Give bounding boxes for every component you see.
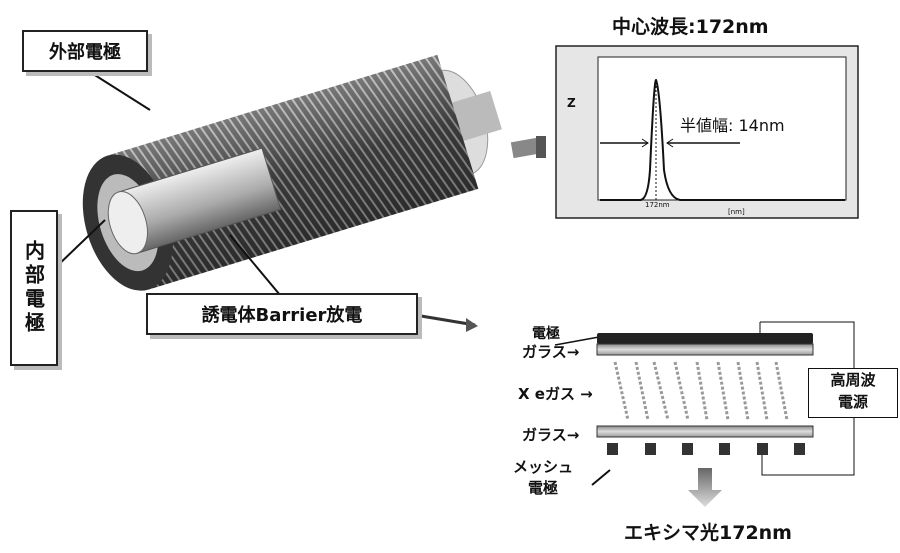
inner-electrode-label: 内部電極 <box>10 210 58 366</box>
excimer-output-label: エキシマ光172nm <box>624 522 792 544</box>
x-unit: [nm] <box>728 208 745 216</box>
mesh-electrodes <box>607 443 805 455</box>
dbd-structure <box>554 321 855 507</box>
glass-top-label: ガラス→ <box>522 343 580 361</box>
glass-bottom-label: ガラス→ <box>522 426 580 444</box>
outer-electrode-label: 外部電極 <box>22 30 148 72</box>
xe-gas-label: X eガス → <box>518 385 593 403</box>
dbd-label: 誘電体Barrier放電 <box>146 293 418 335</box>
fwhm-label: 半値幅: 14nm <box>680 116 785 135</box>
spectrum-peak <box>600 78 845 201</box>
peak-tick: 172nm <box>645 201 670 209</box>
spectrum-title: 中心波長:172nm <box>612 16 769 38</box>
mesh-electrode-label: メッシュ 電極 <box>512 458 573 497</box>
spectrum-chart <box>555 45 859 219</box>
electrode-label: 電極 <box>532 326 560 342</box>
lamp-tube <box>82 54 502 291</box>
hf-power-supply: 高周波 電源 <box>808 368 898 418</box>
spectrum-y-label: Z <box>567 96 576 110</box>
down-arrow-icon <box>688 468 722 507</box>
connector-plug-icon <box>510 136 546 159</box>
